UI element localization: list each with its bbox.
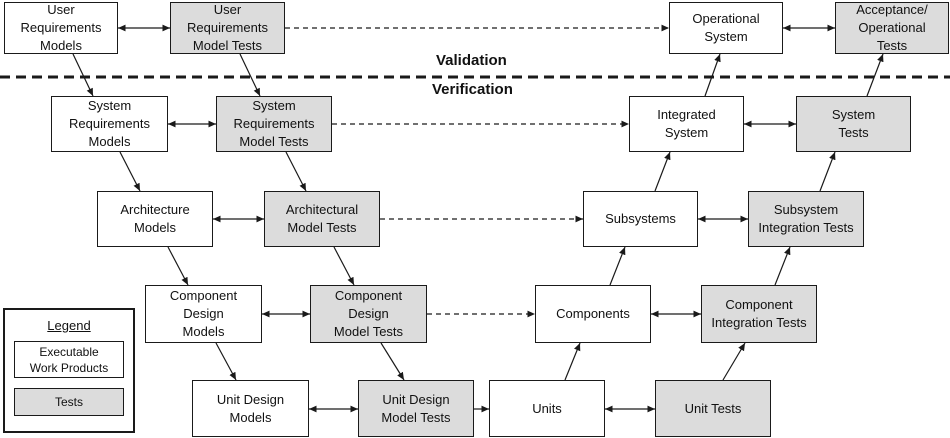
edge-system-tests-to-architectural-tests [285, 151, 307, 192]
edge-component-integration-to-subsystem-integration [774, 246, 791, 286]
legend-tests-swatch: Tests [14, 388, 124, 416]
operational-system-box: Operational System [669, 2, 783, 54]
edge-components-to-subsystems [609, 246, 626, 286]
edge-unit-tests-to-component-integration [722, 342, 746, 381]
user-requirements-models-box: User Requirements Models [4, 2, 118, 54]
edge-integrated-to-operational [704, 53, 721, 97]
legend: Legend Executable Work Products Tests [3, 308, 135, 433]
verification-label: Verification [432, 81, 513, 98]
edge-user-tests-to-system-tests [239, 53, 261, 97]
edge-subsystems-to-integrated-system [654, 151, 671, 192]
component-design-model-tests-box: Component Design Model Tests [310, 285, 427, 343]
architecture-models-box: Architecture Models [97, 191, 213, 247]
acceptance-operational-tests-box: Acceptance/ Operational Tests [835, 2, 949, 54]
unit-design-models-box: Unit Design Models [192, 380, 309, 437]
edge-user-req-to-system-req [72, 53, 94, 97]
units-box: Units [489, 380, 605, 437]
edge-architectural-tests-to-component-tests [333, 246, 355, 286]
legend-title: Legend [47, 318, 91, 333]
subsystem-integration-tests-box: Subsystem Integration Tests [748, 191, 864, 247]
component-integration-tests-box: Component Integration Tests [701, 285, 817, 343]
legend-executable-swatch: Executable Work Products [14, 341, 124, 378]
system-tests-box: System Tests [796, 96, 911, 152]
subsystems-box: Subsystems [583, 191, 698, 247]
edge-system-req-to-architecture [119, 151, 141, 192]
edge-system-tests-to-acceptance [866, 53, 884, 97]
edge-units-to-components [564, 342, 581, 381]
system-requirements-models-box: System Requirements Models [51, 96, 168, 152]
components-box: Components [535, 285, 651, 343]
user-requirements-model-tests-box: User Requirements Model Tests [170, 2, 285, 54]
unit-tests-box: Unit Tests [655, 380, 771, 437]
system-requirements-model-tests-box: System Requirements Model Tests [216, 96, 332, 152]
edge-component-design-to-unit-design [215, 342, 237, 381]
edge-component-tests-to-unit-tests [380, 342, 405, 381]
unit-design-model-tests-box: Unit Design Model Tests [358, 380, 474, 437]
validation-label: Validation [436, 52, 507, 69]
integrated-system-box: Integrated System [629, 96, 744, 152]
edge-architecture-to-component-design [167, 246, 189, 286]
edge-subsystem-integration-to-system-tests [819, 151, 836, 192]
architectural-model-tests-box: Architectural Model Tests [264, 191, 380, 247]
edges [72, 24, 884, 413]
component-design-models-box: Component Design Models [145, 285, 262, 343]
